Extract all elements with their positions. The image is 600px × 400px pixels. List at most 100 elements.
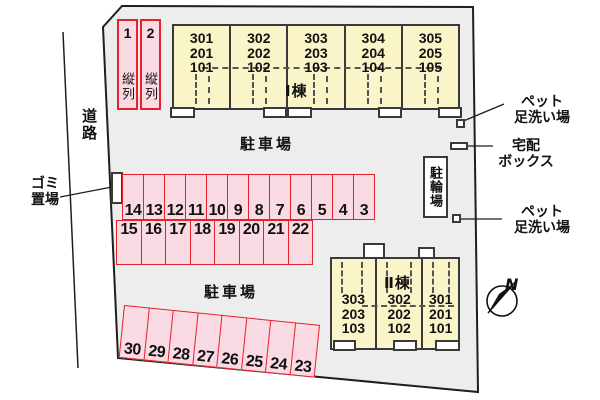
- building-1-unit-col: 304 204 104: [343, 26, 401, 108]
- bottom-parking-label: 駐車場: [204, 284, 259, 301]
- compass-needle-icon: [488, 283, 514, 313]
- tandem-space-number: 1: [123, 25, 132, 41]
- compass: N: [486, 275, 519, 317]
- balcony-dash: [409, 262, 412, 293]
- parking-space: 23: [289, 323, 319, 377]
- room-number: 103: [304, 59, 328, 75]
- middle-parking-label: 駐車場: [240, 136, 295, 153]
- parking-space: 11: [185, 175, 206, 219]
- building-1-unit-col: 305 205 105: [400, 26, 458, 108]
- room-number: 302: [247, 30, 271, 46]
- building-2-unit-col: 303 203 103: [332, 259, 375, 348]
- garbage-pointer-line: [59, 186, 113, 198]
- room-number: 105: [418, 59, 443, 75]
- entrance-porch: [435, 340, 460, 351]
- tandem-space-1: 1 縦列: [117, 19, 138, 110]
- parking-space: 9: [227, 175, 248, 219]
- room-number: 104: [361, 59, 385, 75]
- balcony-dash: [341, 262, 344, 293]
- road-label: 道路: [80, 108, 97, 142]
- tandem-space-type: 縦列: [143, 72, 158, 102]
- parking-space: 17: [165, 221, 190, 264]
- room-number: 205: [418, 44, 443, 61]
- pet-wash-top-pointer-line: [460, 103, 505, 123]
- tandem-space-type: 縦列: [120, 72, 135, 102]
- entry-dash: [379, 76, 382, 104]
- entrance-porch: [378, 107, 402, 118]
- entry-dash: [265, 76, 268, 104]
- room-number: 102: [387, 320, 411, 336]
- entry-dash: [325, 76, 328, 104]
- delivery-box-label: 宅配 ボックス: [498, 137, 554, 169]
- room-number: 301: [189, 30, 214, 46]
- balcony-dash: [432, 262, 435, 293]
- entrance-porch: [170, 107, 195, 118]
- parking-space: 10: [206, 175, 227, 219]
- entrance-porch: [333, 340, 356, 351]
- parking-space: 6: [290, 175, 311, 219]
- room-number: 203: [341, 305, 366, 322]
- building-1-name: Ⅰ棟: [285, 83, 308, 100]
- building-1: 301 201 101 302 202 102 303 20: [172, 24, 460, 110]
- parking-space: 8: [248, 175, 269, 219]
- room-number: 103: [341, 320, 366, 336]
- balcony-dash: [361, 262, 364, 293]
- room-number: 303: [341, 291, 366, 307]
- entry-dash: [208, 76, 211, 104]
- entry-dash: [194, 74, 197, 104]
- building-1-unit-col: 301 201 101: [174, 26, 229, 108]
- parking-space: 20: [238, 221, 264, 264]
- room-number: 204: [361, 44, 385, 61]
- room-number: 101: [429, 320, 453, 336]
- room-number: 301: [429, 291, 453, 307]
- balcony-dash-line: [202, 67, 442, 69]
- room-number: 305: [418, 30, 443, 46]
- parking-space: 22: [287, 221, 313, 264]
- stairwell-tab: [363, 243, 385, 259]
- parking-space: 18: [189, 221, 215, 264]
- entry-dash: [366, 74, 369, 104]
- bicycle-parking: 駐輪場: [423, 156, 448, 218]
- parking-space: 16: [140, 221, 166, 264]
- pet-wash-top-label: ペット 足洗い場: [514, 93, 570, 125]
- parking-row-middle-top: 14 13 12 11 10 9 8 7 6 5 4 3: [122, 174, 375, 220]
- compass-north-label: N: [505, 275, 519, 294]
- bicycle-parking-label: 駐輪場: [428, 166, 443, 208]
- room-number: 302: [387, 291, 411, 307]
- parking-space: 19: [214, 221, 239, 264]
- parking-space: 21: [263, 221, 288, 264]
- parking-space: 15: [120, 221, 138, 238]
- balcony-dash: [385, 262, 388, 293]
- parking-space: 13: [143, 175, 164, 219]
- building-2-name: Ⅱ棟: [384, 275, 411, 292]
- room-number: 303: [304, 30, 328, 46]
- entrance-porch: [393, 340, 417, 351]
- parking-space: 3: [353, 175, 374, 219]
- parking-space: 12: [164, 175, 185, 219]
- parking-space: 7: [269, 175, 290, 219]
- parking-row-bottom: 30 29 28 27 26 25 24 23: [118, 305, 320, 378]
- compass-needle-line: [487, 279, 518, 314]
- entrance-porch: [438, 107, 462, 118]
- room-number: 201: [429, 305, 453, 322]
- room-number: 202: [247, 44, 271, 61]
- balcony-dash: [448, 262, 451, 293]
- building-2-unit-col: 302 202 102: [374, 259, 422, 348]
- stairwell-tab: [418, 247, 435, 259]
- room-number: 101: [189, 59, 214, 75]
- room-number: 203: [304, 44, 328, 61]
- room-number: 202: [387, 305, 411, 322]
- compass-circle: [486, 285, 518, 317]
- room-number: 304: [361, 30, 385, 46]
- entrance-porch: [287, 107, 312, 118]
- pet-wash-bottom-label: ペット 足洗い場: [514, 203, 570, 235]
- entrance-porch: [263, 107, 287, 118]
- pet-wash-station-bottom: [452, 214, 461, 223]
- road-edge-line: [62, 31, 79, 369]
- building-1-unit-col: 302 202 102: [229, 26, 286, 108]
- entry-dash: [252, 74, 255, 104]
- tandem-space-number: 2: [146, 25, 155, 41]
- tandem-space-2: 2 縦列: [140, 19, 161, 110]
- parking-row-middle-bottom: 15 16 17 18 19 20 21 22: [116, 220, 313, 265]
